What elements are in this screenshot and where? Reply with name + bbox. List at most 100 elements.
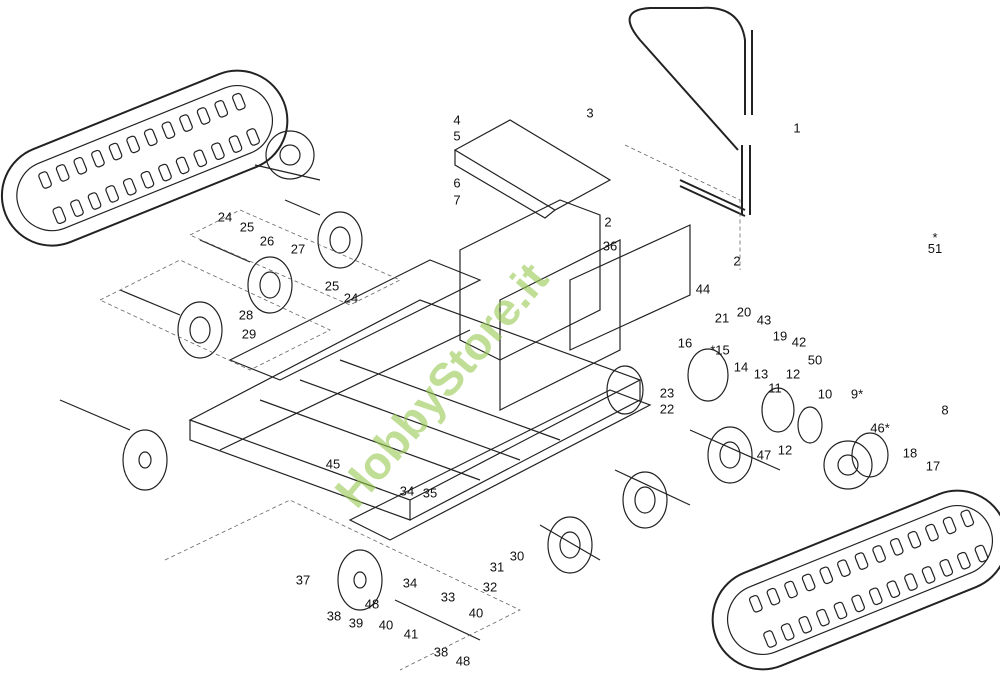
part-number-label: 8 (941, 402, 949, 418)
track-tread (193, 149, 208, 168)
part-number-label: 21 (714, 310, 730, 326)
track-tread (851, 594, 865, 613)
handle (628, 6, 753, 217)
part-number-label: 30 (509, 548, 525, 564)
part-number-label: 19 (772, 328, 788, 344)
part-number-label: 22 (659, 401, 675, 417)
part-number-label: 34 (399, 483, 415, 499)
track-tread (907, 530, 922, 549)
track-tread (175, 156, 190, 175)
part-number-label: 23 (659, 385, 675, 401)
track-tread (960, 509, 975, 528)
track-tread (214, 100, 229, 118)
part-number-label: 3 (586, 105, 594, 121)
track-tread (763, 630, 777, 648)
part-number-label: 10 (817, 386, 833, 402)
track-tread (925, 523, 939, 542)
part-number-label: 40 (378, 617, 394, 633)
track-tread (246, 128, 260, 146)
track-tread (73, 156, 88, 175)
part-number-label: 26 (259, 233, 275, 249)
track-tread (748, 594, 763, 613)
left-track (0, 69, 289, 247)
part-number-label: 2 (733, 253, 741, 269)
part-number-label: 20 (736, 304, 752, 320)
part-number-label: 39 (348, 615, 364, 631)
track-tread (868, 587, 883, 606)
part-number-label: 27 (290, 241, 306, 257)
track-tread (196, 107, 211, 125)
part-number-label: 24 (343, 290, 359, 306)
part-number-label: 38 (433, 644, 449, 660)
track-tread (70, 199, 84, 217)
track-tread (833, 601, 848, 620)
part-number-label: 45 (325, 456, 341, 472)
track-tread (974, 544, 989, 563)
part-number-label: 34 (402, 575, 418, 591)
part-number-label: 18 (902, 445, 918, 461)
part-number-label: 12 (785, 366, 801, 382)
part-number-label: 2 (604, 214, 612, 230)
part-number-label: 33 (440, 589, 456, 605)
track-tread (942, 516, 957, 535)
track-tread (780, 623, 795, 641)
track-tread (161, 121, 176, 139)
track-tread (798, 615, 813, 634)
part-number-label: 38 (326, 608, 342, 624)
part-number-label: 11 (768, 380, 782, 396)
track-tread (816, 608, 830, 627)
part-number-label: 43 (756, 312, 772, 328)
track-tread (232, 92, 246, 111)
track-tread (140, 170, 155, 189)
part-number-label: 32 (482, 579, 498, 595)
part-number-label: * 51 (927, 230, 943, 256)
part-number-label: *15 (710, 342, 730, 358)
right-track (711, 489, 1000, 671)
track-tread (179, 114, 193, 132)
part-number-label: 48 (364, 596, 380, 612)
part-number-label: 7 (453, 192, 461, 208)
frame (188, 259, 652, 541)
part-number-label: 47 (756, 447, 772, 463)
part-number-label: 29 (241, 326, 257, 342)
track-tread (87, 192, 102, 210)
track-tread (801, 573, 816, 592)
part-number-label: 50 (807, 352, 823, 368)
part-number-label: 24 (217, 209, 233, 225)
part-number-label: 6 (453, 175, 461, 191)
track-tread (939, 559, 954, 577)
part-number-label: 12 (777, 442, 793, 458)
track-tread (228, 135, 243, 153)
part-number-label: 25 (324, 278, 340, 294)
part-number-label: 48 (455, 653, 471, 669)
track-tread (956, 551, 971, 570)
part-number-label: 25 (239, 219, 255, 235)
track-tread (211, 142, 225, 160)
track-tread (921, 566, 936, 584)
part-number-label: 4 (453, 112, 461, 128)
track-tread (122, 177, 137, 196)
track-tread (55, 164, 70, 182)
track-tread (766, 587, 781, 606)
track-tread (819, 566, 834, 585)
track-tread (52, 206, 67, 225)
track-tread (886, 580, 901, 598)
part-number-label: 9* (850, 386, 864, 402)
part-number-label: 28 (238, 307, 254, 323)
part-number-label: 14 (733, 359, 749, 375)
part-number-label: 36 (602, 238, 618, 254)
track-tread (784, 580, 798, 599)
part-number-label: 16 (677, 335, 693, 351)
sprockets (265, 130, 889, 490)
track-tread (108, 142, 123, 161)
part-number-label: 42 (791, 334, 807, 350)
track-tread (38, 171, 52, 189)
track-tread (158, 163, 172, 182)
part-number-label: 31 (489, 559, 505, 575)
part-number-label: 13 (753, 366, 769, 382)
track-tread (854, 552, 869, 570)
part-number-label: 44 (695, 281, 711, 297)
part-number-label: 35 (422, 485, 438, 501)
